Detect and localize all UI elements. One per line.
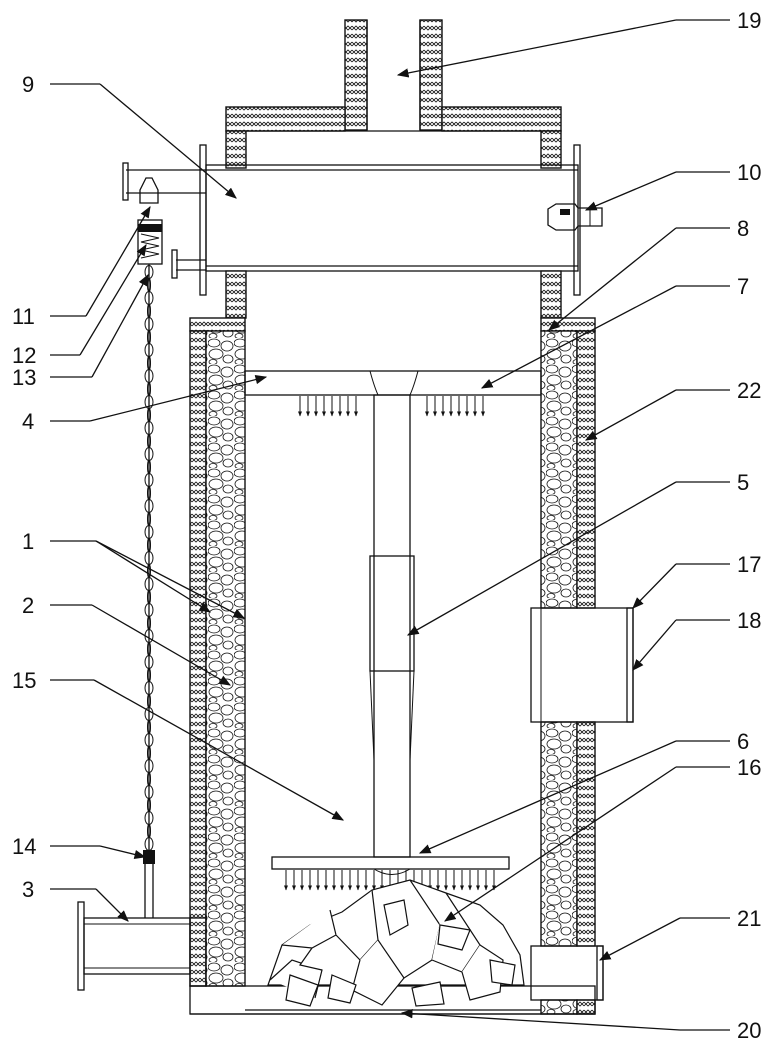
- upper-shell: [226, 271, 561, 318]
- callout-10: 10: [737, 160, 761, 185]
- callout-15: 15: [12, 668, 36, 693]
- callout-19: 19: [737, 8, 761, 33]
- callout-4: 4: [22, 409, 34, 434]
- chain: [145, 264, 153, 851]
- callout-14: 14: [12, 834, 36, 859]
- callout-1: 1: [22, 529, 34, 554]
- lower-port: [531, 946, 603, 1000]
- center-pipe: [370, 395, 414, 857]
- callout-8: 8: [737, 216, 749, 241]
- callout-2: 2: [22, 593, 34, 618]
- exhaust-pipe: [345, 20, 442, 130]
- callout-22: 22: [737, 378, 761, 403]
- callout-5: 5: [737, 470, 749, 495]
- nozzle: [548, 204, 602, 230]
- top-cap: [226, 107, 561, 168]
- callout-7: 7: [737, 274, 749, 299]
- top-distributor: [245, 371, 541, 416]
- callout-9: 9: [22, 72, 34, 97]
- callout-13: 13: [12, 365, 36, 390]
- inlet-pipe: [78, 850, 206, 990]
- callout-20: 20: [737, 1018, 761, 1043]
- callout-11: 11: [12, 304, 35, 329]
- callout-18: 18: [737, 608, 761, 633]
- rock-pile: [268, 880, 524, 1006]
- callout-3: 3: [22, 877, 34, 902]
- valve-assembly: [123, 163, 206, 278]
- callout-16: 16: [737, 755, 761, 780]
- header-chamber: [200, 145, 580, 295]
- side-port: [531, 608, 633, 722]
- callout-17: 17: [737, 552, 761, 577]
- callout-21: 21: [737, 906, 761, 931]
- callout-6: 6: [737, 729, 749, 754]
